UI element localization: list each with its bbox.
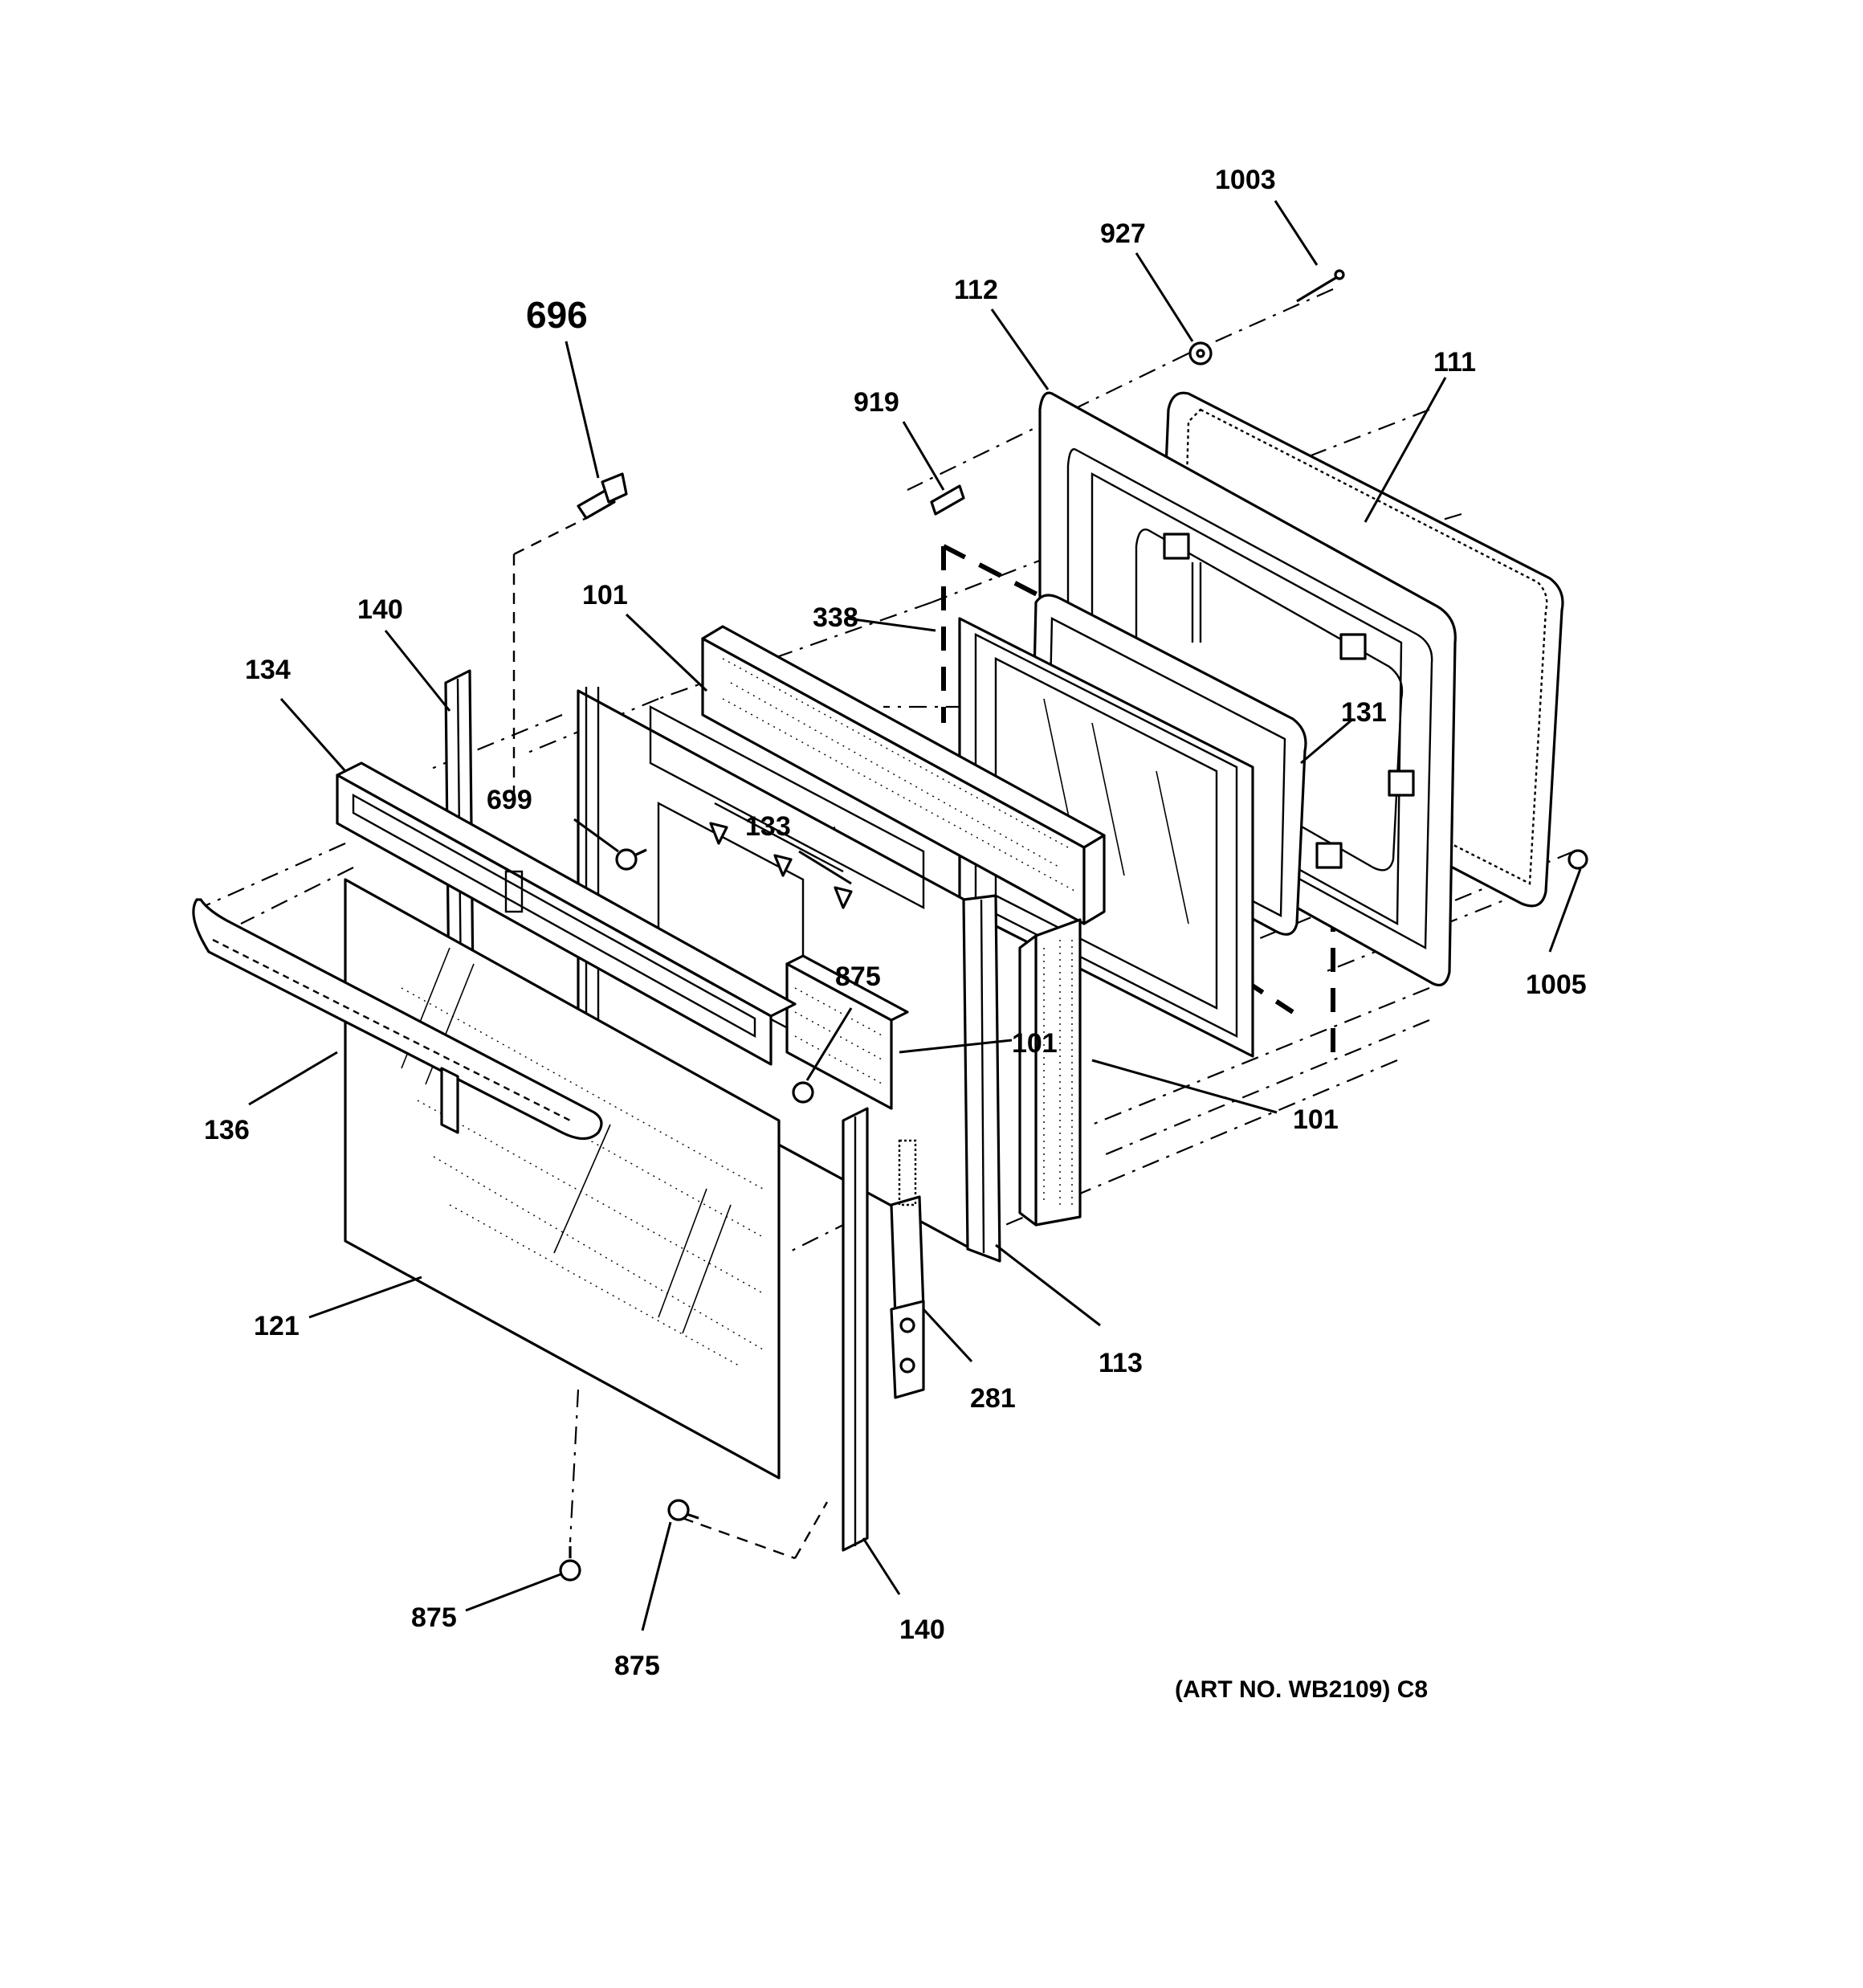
side-trim-113 — [962, 894, 1001, 1263]
door-channel-140-bottom — [842, 1107, 869, 1552]
screw-699 — [615, 848, 647, 871]
insulation-101-top — [701, 625, 1106, 925]
door-handle-136 — [192, 898, 603, 1141]
callout-699: 699 — [487, 785, 532, 815]
insulation-101-side — [1018, 918, 1082, 1227]
vent-trim-134 — [336, 761, 797, 1066]
callout-101-mid: 101 — [1012, 1028, 1058, 1059]
callout-112: 112 — [954, 275, 998, 305]
screw-1003 — [1296, 269, 1345, 303]
callout-696: 696 — [526, 294, 588, 336]
callout-113: 113 — [1099, 1348, 1143, 1378]
callout-338: 338 — [813, 602, 858, 633]
callout-136: 136 — [204, 1115, 250, 1145]
screw-696 — [577, 472, 628, 520]
washer-927 — [1188, 341, 1213, 365]
hinge-281 — [890, 1139, 925, 1399]
screw-875-mid — [792, 1081, 814, 1104]
art-number: (ART NO. WB2109) C8 — [1175, 1676, 1428, 1703]
callout-140-bottom: 140 — [899, 1614, 945, 1645]
callout-140-top: 140 — [357, 594, 403, 625]
callout-875-bottom-mid: 875 — [614, 1651, 660, 1681]
callout-121: 121 — [254, 1311, 300, 1341]
insulation-101-mid — [785, 954, 909, 1110]
pin-919 — [930, 484, 965, 516]
callout-875-bottom-left: 875 — [411, 1602, 457, 1633]
callout-927: 927 — [1100, 218, 1146, 249]
callout-133: 133 — [745, 811, 791, 842]
callout-labels: 1003 927 112 111 696 919 140 101 338 134… — [204, 165, 1587, 1681]
callout-875-mid: 875 — [835, 961, 881, 992]
screw-875-bottom-mid — [667, 1499, 699, 1521]
screw-875-bottom-left — [559, 1546, 581, 1582]
callout-131: 131 — [1341, 697, 1387, 728]
callout-1003: 1003 — [1215, 165, 1276, 195]
callout-101-top: 101 — [582, 580, 628, 610]
outer-door-panel-121 — [344, 878, 781, 1480]
callout-281: 281 — [970, 1383, 1016, 1414]
callout-111: 111 — [1433, 347, 1476, 378]
screw-1005 — [1567, 849, 1588, 870]
callout-134: 134 — [245, 655, 291, 685]
callout-919: 919 — [854, 387, 899, 418]
leader-lines — [248, 200, 1582, 1631]
inner-door-liner-112 — [1038, 391, 1457, 987]
callout-1005: 1005 — [1526, 970, 1587, 1000]
callout-101-side: 101 — [1293, 1104, 1339, 1135]
